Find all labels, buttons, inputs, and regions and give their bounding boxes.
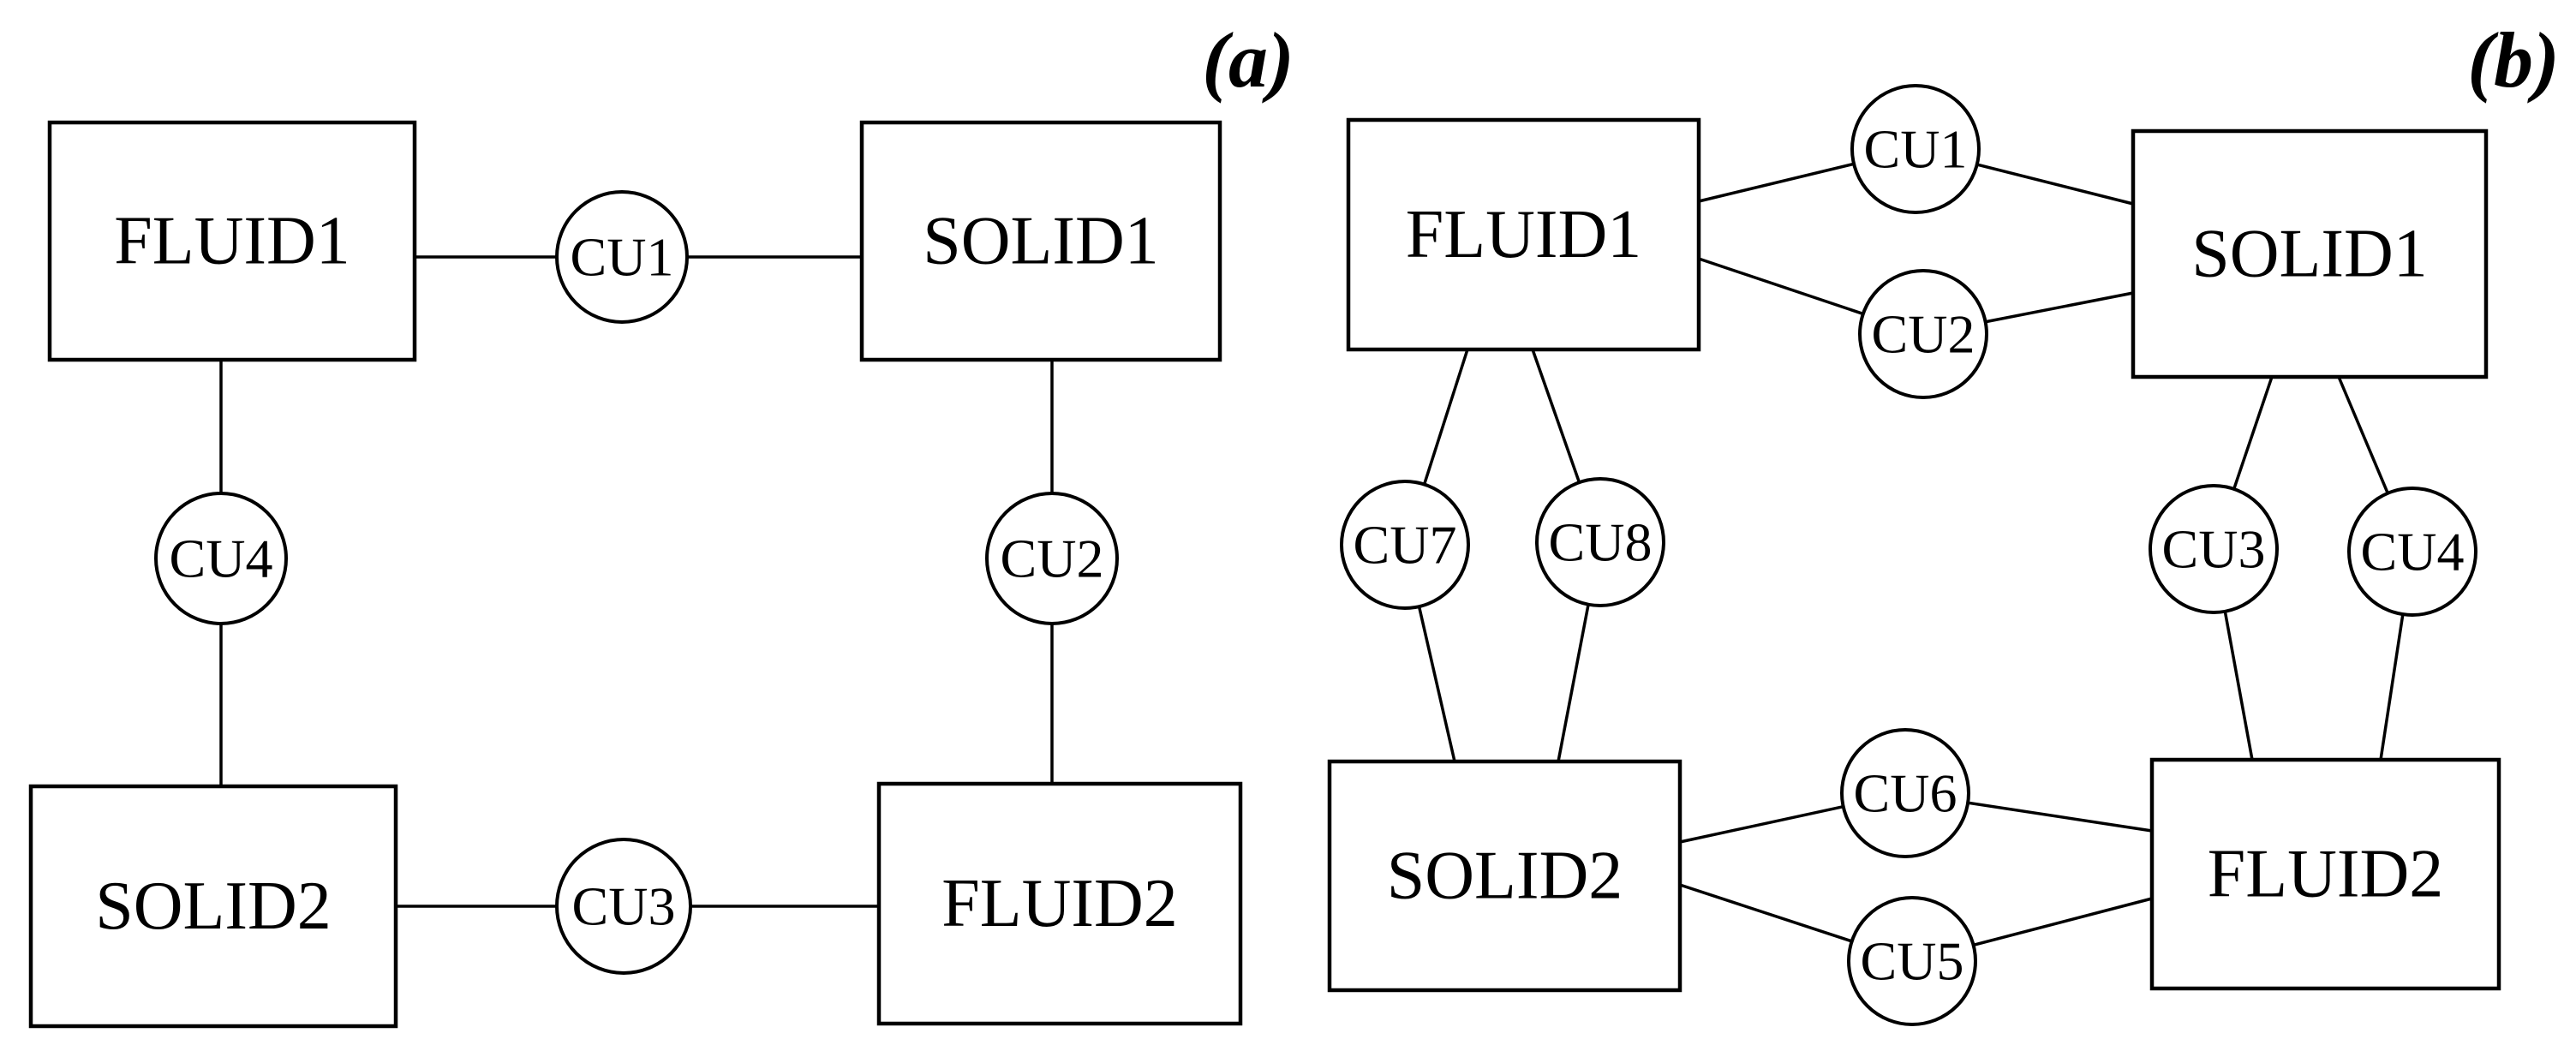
solver-box-label: SOLID2 xyxy=(1387,839,1623,914)
solver-box-label: FLUID1 xyxy=(114,204,350,279)
coupling-node-cu3-a xyxy=(555,838,692,975)
solver-box-label: SOLID1 xyxy=(923,204,1159,279)
coupling-node-label: CU3 xyxy=(2162,519,2266,580)
coupling-node-cu3-b xyxy=(2149,484,2279,614)
coupling-node-cu1-a xyxy=(555,190,689,324)
coupling-node-cu4-a xyxy=(154,492,288,625)
panel-label-a: (a) xyxy=(1202,16,1294,104)
solver-box-fluid2-a xyxy=(876,781,1243,1026)
coupling-node-cu8-b xyxy=(1535,477,1665,607)
coupling-node-cu6-b xyxy=(1840,728,1970,858)
solver-box-fluid1-b xyxy=(1346,117,1701,352)
coupling-node-cu2-a xyxy=(985,492,1119,625)
coupling-node-label: CU6 xyxy=(1854,763,1957,824)
coupling-node-label: CU1 xyxy=(571,227,674,288)
solver-box-label: FLUID2 xyxy=(2208,837,2444,912)
solver-box-label: SOLID1 xyxy=(2191,217,2428,292)
coupling-node-cu5-b xyxy=(1847,896,1977,1026)
coupling-node-cu1-b xyxy=(1850,84,1981,214)
panel-label-b: (b) xyxy=(2467,16,2559,104)
solver-box-solid1-b xyxy=(2131,128,2489,379)
coupling-node-cu4-b xyxy=(2347,487,2477,617)
coupling-node-label: CU4 xyxy=(170,528,273,589)
solver-box-solid2-a xyxy=(28,784,398,1029)
coupling-node-label: CU3 xyxy=(572,876,676,937)
coupling-node-label: CU7 xyxy=(1354,515,1457,576)
solver-box-fluid2-b xyxy=(2149,757,2501,991)
coupling-node-label: CU8 xyxy=(1549,512,1653,573)
coupling-node-label: CU4 xyxy=(2361,522,2465,582)
coupling-node-cu2-b xyxy=(1858,269,1988,399)
coupling-node-cu7-b xyxy=(1340,480,1470,610)
solver-box-label: FLUID2 xyxy=(941,866,1178,941)
solver-box-solid1-a xyxy=(859,120,1222,362)
solver-box-label: SOLID2 xyxy=(95,869,332,944)
coupling-node-label: CU2 xyxy=(1872,304,1975,365)
solver-box-label: FLUID1 xyxy=(1406,197,1642,272)
coupling-node-label: CU5 xyxy=(1861,931,1964,992)
solver-box-solid2-b xyxy=(1327,759,1682,993)
solver-box-fluid1-a xyxy=(47,120,417,362)
coupling-node-label: CU2 xyxy=(1001,528,1104,589)
coupling-node-label: CU1 xyxy=(1864,119,1968,180)
